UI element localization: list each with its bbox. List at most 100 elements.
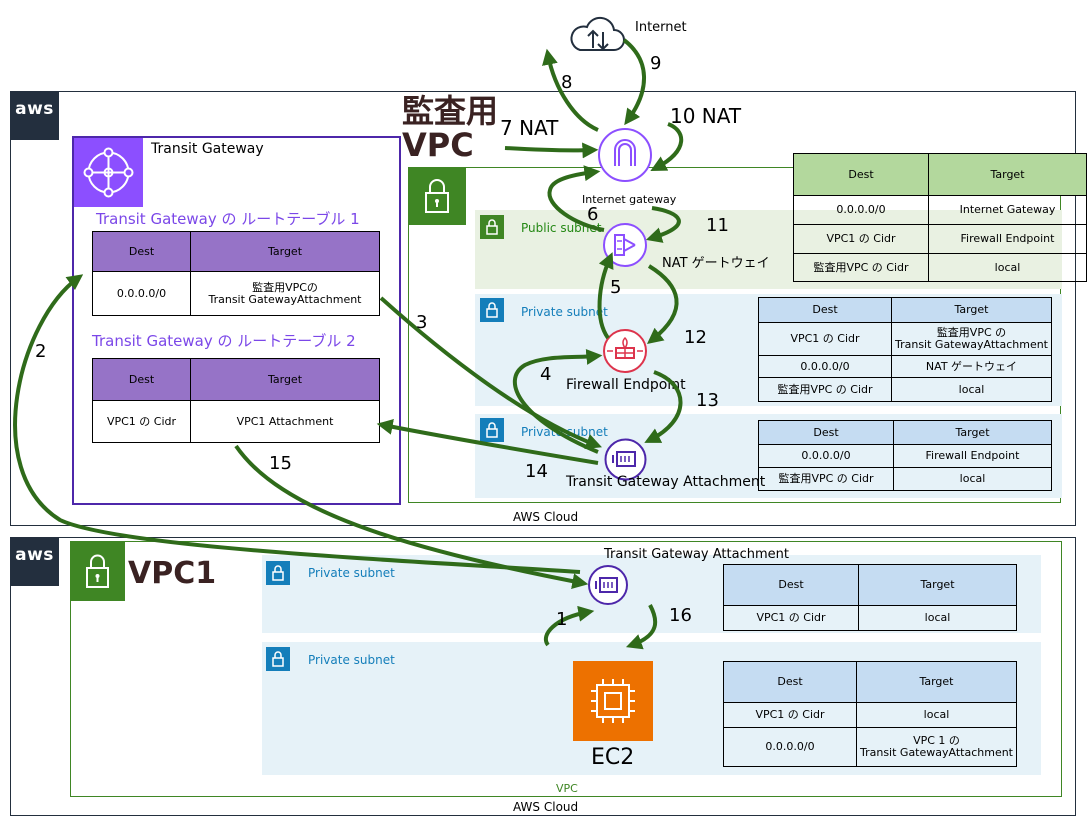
vpc1-private-subnet-1-label: Private subnet [308,566,395,580]
private-subnet-1-label: Private subnet [521,305,608,319]
vpc1-private-subnet-2-lock-icon [266,647,290,671]
arrow-label-16: 16 [669,605,692,626]
public-rt-cell: Internet Gateway [928,195,1087,225]
arrow-1 [544,605,595,647]
vpc1-tgw-attachment-label: Transit Gateway Attachment [604,547,789,562]
arrow-6 [547,165,605,232]
arrow-9 [622,38,646,126]
private-subnet-1-lock-icon [480,298,504,322]
public-rt-cell: VPC1 の Cidr [793,224,929,254]
arrow-label-9: 9 [650,53,662,74]
firewall-rt-header-dest: Dest [758,297,892,323]
arrow-label-5: 5 [610,277,622,298]
firewall-rt-cell: local [890,377,1053,402]
attachment-rt-cell: local [893,467,1052,491]
arrow-11 [645,206,681,243]
ec2-rt-cell: VPC 1 の Transit GatewayAttachment [855,727,1018,767]
vpc1-attachment-rt-header-dest: Dest [723,564,859,606]
public-rt-cell: Firewall Endpoint [928,224,1087,254]
attachment-rt-cell: 監査用VPC の Cidr [758,467,894,491]
arrow-16 [625,604,658,650]
firewall-rt-header-target: Target [890,297,1053,323]
arrow-label-15: 15 [269,453,292,474]
internet-label: Internet [635,20,687,35]
ec2-rt-header-dest: Dest [723,661,857,703]
arrow-4 [513,348,603,454]
arrow-7 [504,142,599,159]
audit-vpc-lock-icon [408,167,466,225]
vpc1-aws-cloud-frame [10,537,1076,816]
public-rt-header-target: Target [928,153,1087,196]
arrow-5 [597,252,614,340]
aws-logo-icon: aws [10,91,59,140]
arrow-label-11: 11 [706,215,729,236]
vpc1-attachment-rt-cell: local [858,605,1017,631]
internet-gateway-icon [596,126,654,184]
firewall-rt-cell: 監査用VPC の Cidr [758,377,892,402]
tgw-rt2-header-dest: Dest [92,358,191,401]
transit-gateway-title: Transit Gateway [151,141,264,157]
firewall-rt-cell: 監査用VPC の Transit GatewayAttachment [890,322,1053,356]
tgw-rt1-header-dest: Dest [92,231,191,272]
vpc1-lock-icon [70,541,125,601]
nat-gateway-icon [601,221,649,269]
firewall-endpoint-icon [601,327,649,375]
arrow-15 [234,444,589,590]
vpc1-vpc-label: VPC [556,782,578,795]
nat-gateway-label: NAT ゲートウェイ [662,256,770,271]
tgw-rt1-header-target: Target [190,231,380,272]
vpc1-private-subnet-1-lock-icon [266,561,290,585]
transit-gateway-frame [72,136,401,505]
public-subnet-lock-icon [480,215,504,239]
vpc1-aws-cloud-label: AWS Cloud [513,800,579,814]
internet-gateway-label: Internet gateway [582,193,677,206]
transit-gateway-icon [74,138,143,207]
arrow-label-6: 6 [587,204,599,225]
private-subnet-2-lock-icon [480,418,504,442]
ec2-label: EC2 [591,745,635,770]
audit-aws-cloud-frame [10,91,1076,526]
tgw-rt2-header-target: Target [190,358,380,401]
attachment-rt-cell: 0.0.0.0/0 [758,444,894,468]
firewall-endpoint-label: Firewall Endpoint [566,377,686,393]
arrow-label-2: 2 [35,341,47,362]
ec2-rt-header-target: Target [855,661,1018,703]
attachment-rt-header-dest: Dest [758,420,894,445]
arrow-13 [644,370,683,443]
arrow-label-8: 8 [561,72,573,93]
arrow-10 [650,122,684,171]
arrow-label-13: 13 [696,390,719,411]
arrow-8 [542,48,599,132]
aws-logo-icon: aws [10,537,59,586]
tgw-route-table-1-title: Transit Gateway の ルートテーブル 1 [96,210,360,228]
vpc1-attachment-rt-header-target: Target [858,564,1017,606]
vpc1-title: VPC1 [128,556,217,591]
tgw-rt1-cell: 監査用VPCの Transit GatewayAttachment [190,271,380,316]
tgw-attachment-label: Transit Gateway Attachment [566,474,766,490]
public-rt-cell: local [928,253,1087,282]
ec2-icon [573,661,653,741]
arrow-label-7: 7 NAT [500,116,559,140]
tgw-rt1-cell: 0.0.0.0/0 [92,271,191,316]
vpc1-private-subnet-2-label: Private subnet [308,653,395,667]
vpc1-attachment-rt-cell: VPC1 の Cidr [723,605,859,631]
arrow-12 [646,264,679,344]
vpc1-tgw-attachment-icon [586,563,630,607]
attachment-rt-header-target: Target [893,420,1052,445]
tgw-attachment-icon [603,437,648,482]
public-rt-cell: 0.0.0.0/0 [793,195,929,225]
audit-vpc-title: 監査用 VPC [402,92,499,164]
arrow-label-4: 4 [540,364,552,385]
arrow-2 [13,274,581,574]
arrow-label-10: 10 NAT [670,104,742,128]
arrow-label-12: 12 [684,327,707,348]
arrow-3 [379,296,602,450]
